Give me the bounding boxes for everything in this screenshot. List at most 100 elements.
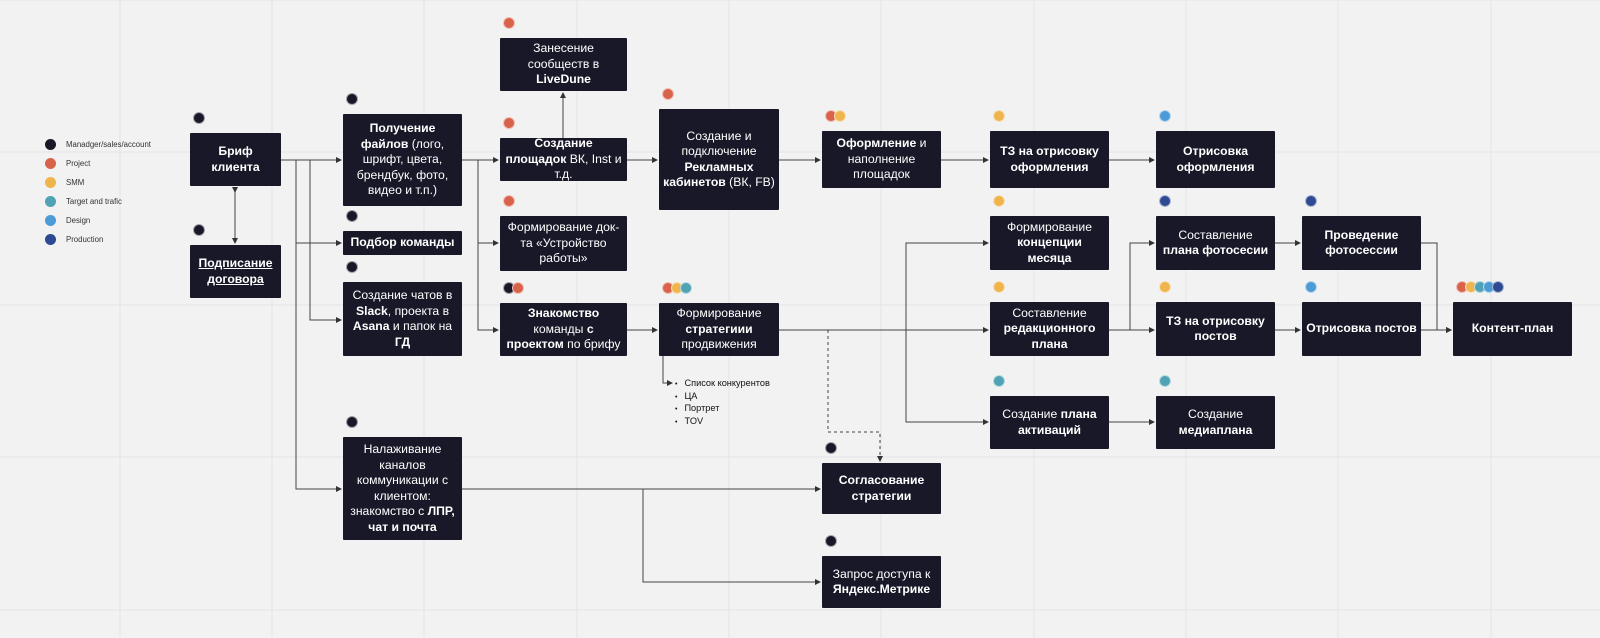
role-dot-smm xyxy=(993,195,1005,207)
legend-dot-smm xyxy=(45,176,56,188)
node-brief[interactable]: Бриф клиента xyxy=(190,133,281,186)
node-intro[interactable]: Знакомство команды с проектом по брифу xyxy=(500,303,627,356)
node-activation[interactable]: Создание плана активаций xyxy=(990,396,1109,449)
legend-dot-production xyxy=(45,233,56,245)
role-dot-project xyxy=(512,282,524,294)
node-label: Создание плана активаций xyxy=(1002,407,1097,437)
node-channels[interactable]: Налаживание каналов коммуникации с клиен… xyxy=(343,437,462,540)
legend-label: Design xyxy=(66,215,91,225)
node-decor[interactable]: Оформление и наполнение площадок xyxy=(822,131,941,188)
role-dot-design xyxy=(1159,110,1171,122)
role-dot-manager xyxy=(825,442,837,454)
node-label: Бриф клиента xyxy=(211,144,260,174)
legend-dot-project xyxy=(45,157,56,169)
node-label: Контент-план xyxy=(1471,321,1554,336)
node-strategy[interactable]: Формирование стратегиии продвижения xyxy=(659,303,779,356)
node-label: Согласование стратегии xyxy=(838,473,925,503)
legend-item-project: Project xyxy=(45,156,90,170)
legend-label: Production xyxy=(66,234,104,244)
node-label: Подбор команды xyxy=(350,235,455,250)
role-dot-manager xyxy=(825,535,837,547)
node-chats[interactable]: Создание чатов в Slack, проекта в Asana … xyxy=(343,282,462,356)
role-dot-manager xyxy=(193,224,205,236)
node-label: Знакомство команды с проектом по брифу xyxy=(506,306,621,352)
note-item: Список конкурентов xyxy=(684,378,769,391)
node-label: Отрисовка оформления xyxy=(1176,144,1255,174)
role-dot-project xyxy=(503,117,515,129)
node-platforms[interactable]: Создание площадок ВК, Inst и т.д. xyxy=(500,136,627,182)
note-item: Портрет xyxy=(684,403,770,416)
role-dot-design xyxy=(1305,281,1317,293)
node-label: Составление плана фотосесии xyxy=(1162,227,1269,258)
role-dot-project xyxy=(503,195,515,207)
note-item: TOV xyxy=(684,416,770,429)
role-dot-manager xyxy=(346,93,358,105)
legend-label: Manadger/sales/account xyxy=(66,139,151,149)
node-ads[interactable]: Создание и подключение Рекламных кабинет… xyxy=(659,109,779,210)
role-dot-production xyxy=(1492,281,1504,293)
node-livedune[interactable]: Занесение сообществ в LiveDune xyxy=(500,38,627,91)
role-dot-manager xyxy=(346,416,358,428)
node-label: ТЗ на отрисовку оформления xyxy=(1000,144,1099,174)
node-label: Создание площадок ВК, Inst и т.д. xyxy=(505,136,622,182)
node-approve[interactable]: Согласование стратегии xyxy=(822,463,941,514)
node-contract[interactable]: Подписание договора xyxy=(190,245,281,298)
role-dot-target xyxy=(993,375,1005,387)
role-dot-smm xyxy=(993,110,1005,122)
node-team[interactable]: Подбор команды xyxy=(343,231,462,255)
legend-item-target: Target and trafic xyxy=(45,194,122,208)
node-label: Налаживание каналов коммуникации с клиен… xyxy=(350,442,455,534)
node-label: Отрисовка постов xyxy=(1306,321,1417,336)
node-label: Формирование стратегиии продвижения xyxy=(676,306,762,352)
node-label: Создание чатов в Slack, проекта в Asana … xyxy=(352,288,453,349)
node-content-plan[interactable]: Контент-план xyxy=(1453,302,1572,356)
node-label: Формирование док-та «Устройство работы» xyxy=(507,220,620,266)
note-item: ЦА xyxy=(684,391,770,404)
role-dot-production xyxy=(1305,195,1317,207)
legend-label: Target and trafic xyxy=(66,196,122,206)
node-metrika[interactable]: Запрос доступа к Яндекс.Метрике xyxy=(822,556,941,608)
node-label: Формирование концепции месяца xyxy=(1007,219,1092,265)
node-tz-decor[interactable]: ТЗ на отрисовку оформления xyxy=(990,131,1109,188)
legend-item-manager: Manadger/sales/account xyxy=(45,137,151,151)
role-dot-target xyxy=(680,282,692,294)
legend-item-design: Design xyxy=(45,213,90,227)
strategy-notes: Список конкурентов ЦА Портрет TOV xyxy=(684,378,770,429)
role-dot-target xyxy=(1159,375,1171,387)
node-mediaplan[interactable]: Создание медиаплана xyxy=(1156,396,1275,449)
legend-item-production: Production xyxy=(45,232,103,246)
role-dot-project xyxy=(503,17,515,29)
node-label: Создание и подключение Рекламных кабинет… xyxy=(663,128,775,190)
legend-dot-target xyxy=(45,195,56,207)
node-concept[interactable]: Формирование концепции месяца xyxy=(990,216,1109,270)
role-dot-smm xyxy=(834,110,846,122)
legend-dot-manager xyxy=(45,138,56,150)
node-draw-posts[interactable]: Отрисовка постов xyxy=(1302,302,1421,356)
node-label: Занесение сообществ в LiveDune xyxy=(527,41,600,87)
node-label: ТЗ на отрисовку постов xyxy=(1166,313,1265,344)
legend-label: Project xyxy=(66,158,91,168)
node-label: Подписание договора xyxy=(198,256,273,286)
node-label: Получение файлов (лого, шрифт, цвета, бр… xyxy=(356,121,449,198)
node-label: Оформление и наполнение площадок xyxy=(836,136,927,182)
node-photoshoot[interactable]: Проведение фотосессии xyxy=(1302,216,1421,270)
role-dot-manager xyxy=(346,261,358,273)
node-draw-decor[interactable]: Отрисовка оформления xyxy=(1156,131,1275,188)
node-photo-plan[interactable]: Составление плана фотосесии xyxy=(1156,216,1275,270)
role-dot-manager xyxy=(193,112,205,124)
legend-dot-design xyxy=(45,214,56,226)
node-files[interactable]: Получение файлов (лого, шрифт, цвета, бр… xyxy=(343,114,462,206)
node-doc[interactable]: Формирование док-та «Устройство работы» xyxy=(500,216,627,271)
role-dot-project xyxy=(662,88,674,100)
node-label: Создание медиаплана xyxy=(1178,407,1253,437)
node-label: Проведение фотосессии xyxy=(1324,227,1399,258)
node-tz-posts[interactable]: ТЗ на отрисовку постов xyxy=(1156,302,1275,356)
node-label: Запрос доступа к Яндекс.Метрике xyxy=(832,566,931,597)
node-label: Составление редакционного плана xyxy=(1003,305,1096,351)
node-editorial[interactable]: Составление редакционного плана xyxy=(990,302,1109,356)
legend-item-smm: SMM xyxy=(45,175,84,189)
role-dot-smm xyxy=(1159,281,1171,293)
role-dot-smm xyxy=(993,281,1005,293)
legend-label: SMM xyxy=(66,177,85,187)
role-dot-production xyxy=(1159,195,1171,207)
